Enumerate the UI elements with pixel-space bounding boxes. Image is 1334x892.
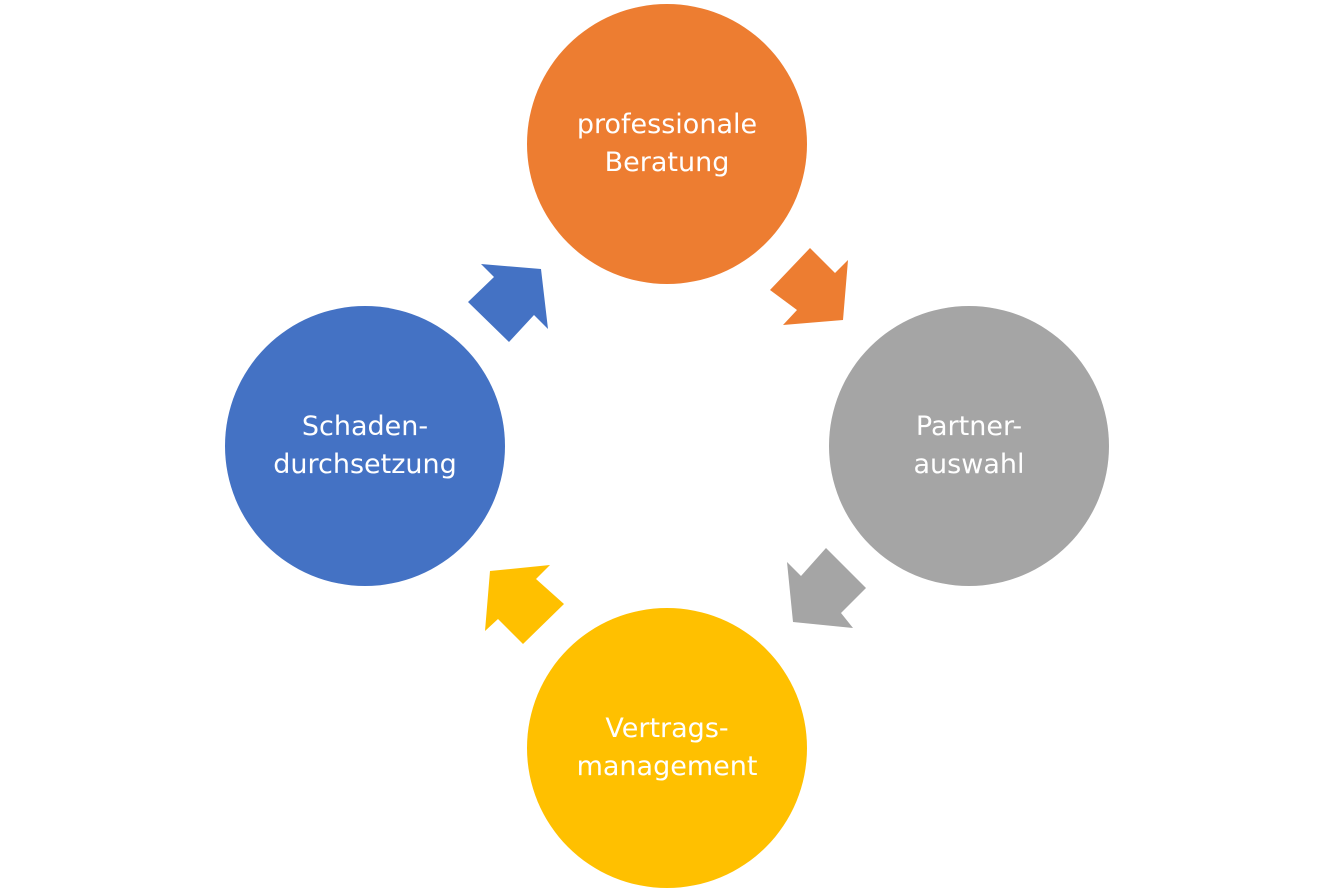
- node-label-line: management: [576, 751, 758, 782]
- node-label-line: durchsetzung: [273, 449, 457, 480]
- node-label-line: Schaden-: [301, 411, 429, 442]
- node-label-line: Vertrags-: [605, 713, 729, 744]
- node-label-line: Partner-: [915, 411, 1023, 442]
- arrow-schadendurchsetzung-to-beratung: [468, 264, 548, 342]
- node-partnerauswahl: Partner- auswahl: [829, 306, 1109, 586]
- node-vertragsmanagement: Vertrags- management: [527, 608, 807, 888]
- node-label-line: Beratung: [604, 147, 730, 178]
- arrow-beratung-to-partnerauswahl: [770, 248, 848, 325]
- node-label-line: auswahl: [913, 449, 1025, 480]
- arrow-partnerauswahl-to-vertragsmanagement: [787, 548, 866, 628]
- node-schadendurchsetzung: Schaden- durchsetzung: [225, 306, 505, 586]
- node-professionale-beratung: professionale Beratung: [527, 4, 807, 284]
- arrow-vertragsmanagement-to-schadendurchsetzung: [485, 565, 564, 644]
- node-label-line: professionale: [576, 109, 758, 140]
